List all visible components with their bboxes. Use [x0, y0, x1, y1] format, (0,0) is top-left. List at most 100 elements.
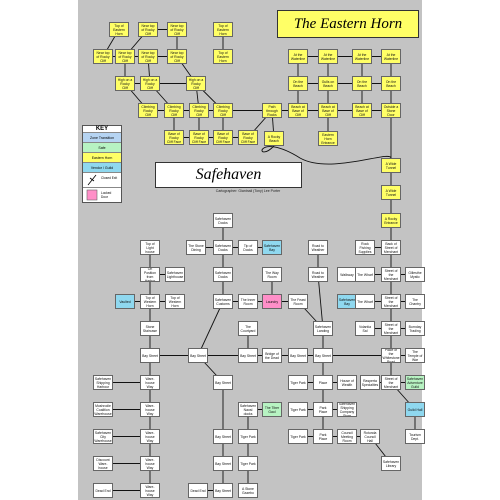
- room-r60: Safehaven Customs: [213, 294, 233, 309]
- room-r82: Safehaven Shipping Harbour: [93, 375, 113, 390]
- room-r111: Tiger Park: [238, 456, 258, 471]
- key-locked-door-label: Locked Door: [101, 191, 112, 199]
- room-r9: Top of Eastern Horn: [213, 49, 233, 64]
- room-r31: Beach at Base of Cliff: [288, 103, 308, 118]
- map-title-text: The Eastern Horn: [293, 15, 403, 32]
- room-r42: Tip of Docks: [238, 240, 258, 255]
- room-r105: Council Meeting Room: [337, 429, 357, 444]
- room-r20: Base of Rocky Cliff Face: [238, 130, 258, 145]
- room-r73: Burnday Trading: [405, 321, 425, 336]
- room-r102: Tiger Park: [238, 429, 258, 444]
- connector-line: [197, 301, 224, 356]
- room-r29: On the Beach: [352, 76, 372, 91]
- room-r95: Tiger Park: [288, 402, 308, 417]
- room-r115: Bay Street: [213, 483, 233, 498]
- room-r109: Ware-house Way: [140, 456, 160, 471]
- room-r90: Safehaven Adventure Guild: [405, 375, 425, 390]
- safehaven-title: Safehaven: [155, 162, 302, 188]
- key-closed-exit-label: Closed Exit: [101, 176, 118, 180]
- room-r30: On the Beach: [381, 76, 401, 91]
- room-r7: Near top of Rocky Cliff: [138, 49, 158, 64]
- room-r58: Top of Western Horn: [140, 294, 160, 309]
- room-r16: Climbing Rocky Cliff: [213, 103, 233, 118]
- room-r37: A Wide Tunnel: [381, 185, 401, 200]
- room-r101: Bay Street: [213, 429, 233, 444]
- room-r45: Road to Weather: [308, 240, 328, 255]
- room-r6: Near top of Rocky Cliff: [115, 49, 135, 64]
- room-r104: Park Place: [313, 429, 333, 444]
- room-r66: Street of the Merchant: [381, 294, 401, 309]
- room-r83: Ware-house Way: [140, 375, 160, 390]
- room-r13: Climbing Rocky Cliff: [138, 103, 158, 118]
- room-r39: Safehaven Docks: [213, 213, 233, 228]
- room-r27: On the Beach: [288, 76, 308, 91]
- room-r63: The Feast Room: [288, 294, 308, 309]
- room-r77: Bridge of the Dead: [262, 348, 282, 363]
- room-r2: Near top of Rocky Cliff: [138, 22, 158, 37]
- room-r68: Stone Staircase: [140, 321, 160, 336]
- room-r98: Guild Hall: [405, 402, 425, 417]
- room-r54: The Wharf: [355, 267, 375, 282]
- key-zone-transition: Zone Transition: [83, 132, 121, 142]
- key-title: KEY: [95, 126, 109, 132]
- room-r97: Safehaven Shipping Company Store: [337, 402, 357, 417]
- room-r81: The Temple of War: [405, 348, 425, 363]
- room-r108: Discount Ware-house: [93, 456, 113, 471]
- room-r47: Back of Street of Merchant: [381, 240, 401, 255]
- room-r93: Safehaven Naval docks: [238, 402, 258, 417]
- room-r17: Base of Rocky Cliff Face: [164, 130, 184, 145]
- room-r78: Bay Street: [288, 348, 308, 363]
- cartographer-credit: Cartographer: Giantnail (Tony) Lee Porte…: [215, 189, 281, 193]
- room-r70: Safehaven Landing: [313, 321, 333, 336]
- room-r10: High on a Rocky Cliff: [115, 76, 135, 91]
- room-r116: A Stone Gazebo: [238, 483, 258, 498]
- room-r72: Street of the Merchant: [381, 321, 401, 336]
- key-safe: Safe: [83, 142, 121, 152]
- room-r48: Safehaven Docks: [213, 267, 233, 282]
- room-r3: Near top of Rocky Cliff: [167, 22, 187, 37]
- key-vendor-guild: Vendor / Guild: [83, 162, 121, 172]
- connector-line: [317, 274, 324, 329]
- room-r11: High on a Rocky Cliff: [140, 76, 160, 91]
- room-r44: Top of Light house: [140, 240, 160, 255]
- room-r4: Top of Eastern Horn: [213, 22, 233, 37]
- room-r106: Rotunda Council Hall: [360, 429, 380, 444]
- room-r28: Gulls on Beach: [318, 76, 338, 91]
- safehaven-title-text: Safehaven: [195, 166, 262, 183]
- room-r35: Eastern Horn Entrance: [318, 131, 338, 146]
- room-r49: On Position from Harbor: [140, 267, 160, 282]
- room-r32: Beach at Base of Cliff: [318, 103, 338, 118]
- room-r46: Rock Fishing Supplies: [355, 240, 375, 255]
- room-r53: Walkway: [337, 267, 357, 282]
- room-r80: Place of the Whitestone Road: [381, 348, 401, 363]
- room-r79: Bay Street: [313, 348, 333, 363]
- room-r8: Near top of Rocky Cliff: [167, 49, 187, 64]
- room-r57: Vaulted: [115, 294, 135, 309]
- room-r64: Safehaven Bay: [337, 294, 357, 309]
- room-r21: Path through Rocks: [262, 103, 282, 118]
- room-r36: A Wide Tunnel: [381, 158, 401, 173]
- room-r5: Near top of Rocky Cliff: [93, 49, 113, 64]
- room-r74: Bay Street: [140, 348, 160, 363]
- room-r26: At the Waterline: [381, 49, 401, 64]
- key-closed-exit: Closed Exit: [83, 172, 121, 187]
- key-locked-door: Locked Door: [83, 187, 121, 202]
- room-r19: Base of Rocky Cliff Face: [213, 130, 233, 145]
- room-r71: Volantia Sal: [355, 321, 375, 336]
- connector-curve: [261, 145, 392, 165]
- room-r61: The Inner Room: [238, 294, 258, 309]
- room-r22: A Rocky Beach: [264, 131, 284, 146]
- room-r38: A Rocky Entrance: [381, 213, 401, 228]
- room-r117: Dead End: [188, 483, 208, 498]
- room-r107: Tourism Dept.: [405, 429, 425, 444]
- room-r75: Bay Street: [188, 348, 208, 363]
- room-r62: Laundry: [262, 294, 282, 309]
- room-r87: House of Wealth: [337, 375, 357, 390]
- room-r12: High on a Rocky Cliff: [186, 76, 206, 91]
- room-r65: The Wharf: [355, 294, 375, 309]
- room-r114: Ware-house Way: [140, 483, 160, 498]
- room-r25: At the Waterline: [352, 49, 372, 64]
- room-r89: Street of the Merchant: [381, 375, 401, 390]
- room-r50: Safehaven Lighthouse: [165, 267, 185, 282]
- closed-exit-icon: [87, 174, 97, 186]
